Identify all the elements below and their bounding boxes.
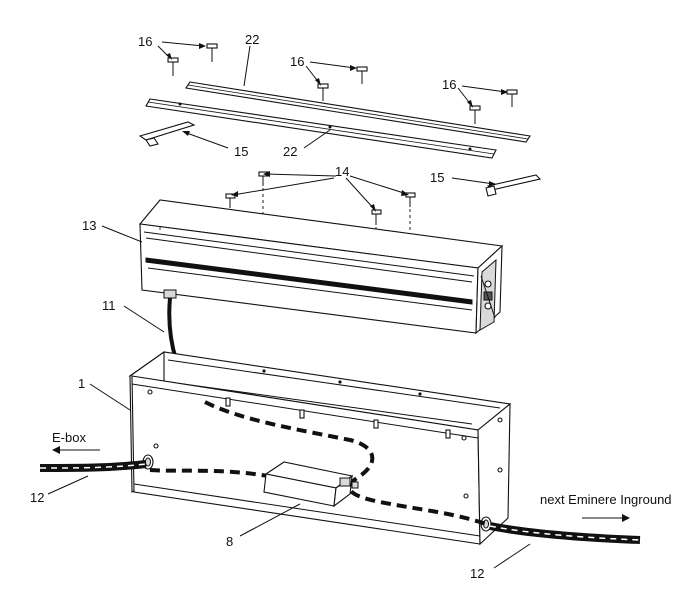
internal-cable-left: [149, 468, 269, 478]
label-15-right: 15: [430, 170, 444, 185]
screw-16-b: [206, 43, 218, 62]
label-13: 13: [82, 218, 96, 233]
label-16-left: 16: [138, 34, 152, 49]
end-cap-mechanism: [479, 258, 497, 331]
screw-16-d: [356, 66, 368, 84]
screw-16-e: [469, 105, 481, 124]
connector-box: [263, 461, 359, 508]
label-22-bottom: 22: [283, 144, 297, 159]
internal-cable-route: [204, 400, 487, 526]
label-22-top: 22: [245, 32, 259, 47]
caption-next-inground: next Eminere Inground: [540, 492, 672, 507]
screw-16-c: [317, 83, 329, 101]
cable-12-in: [39, 460, 147, 472]
bracket-15-left: [138, 121, 196, 147]
screw-14-a: [225, 193, 236, 208]
rail-upper: [185, 81, 531, 143]
leader-lines: [47, 41, 531, 569]
caption-ebox: E-box: [52, 430, 86, 445]
cable-12-out: [489, 522, 641, 544]
cable-gland: [163, 289, 177, 299]
bracket-15-right: [485, 174, 542, 197]
screw-14-c: [371, 209, 382, 225]
label-12-left: 12: [30, 490, 44, 505]
label-15-left: 15: [234, 144, 248, 159]
label-11: 11: [102, 298, 116, 313]
installation-box: [128, 350, 512, 546]
label-1: 1: [78, 376, 85, 391]
screw-16-f: [506, 89, 518, 107]
arrow-to-next: [582, 514, 630, 522]
screw-16-a: [167, 57, 179, 76]
rail-lower: [145, 98, 497, 159]
label-8: 8: [226, 534, 233, 549]
label-14: 14: [335, 164, 349, 179]
label-16-right: 16: [442, 77, 456, 92]
arrow-to-ebox: [52, 446, 100, 454]
fixture-housing: [138, 199, 504, 335]
label-16-mid: 16: [290, 54, 304, 69]
label-12-right: 12: [470, 566, 484, 581]
